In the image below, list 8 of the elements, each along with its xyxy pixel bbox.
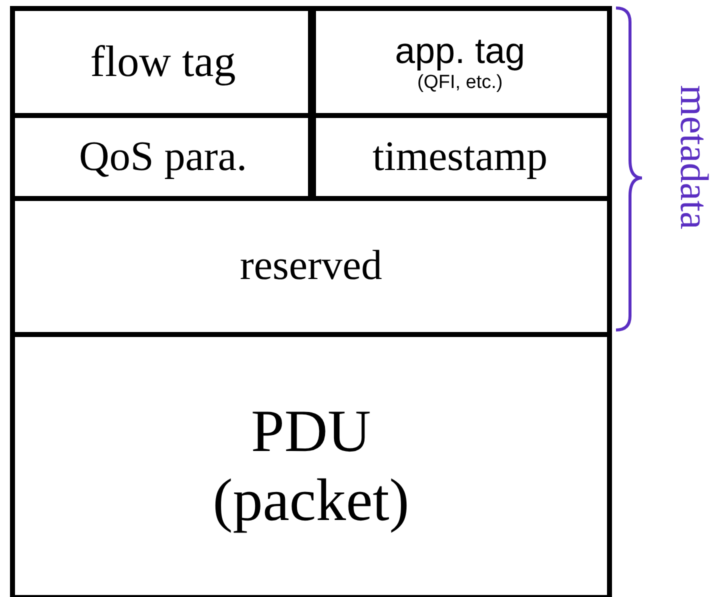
field-label: timestamp xyxy=(372,132,548,182)
field-label: flow tag xyxy=(90,36,236,88)
bracket-label: metadata xyxy=(674,85,714,230)
field-label: QoS para. xyxy=(79,132,247,182)
field-note: (QFI, etc.) xyxy=(417,72,503,94)
field-label: PDU (packet) xyxy=(212,397,410,535)
field-label: reserved xyxy=(240,242,382,291)
field-label: app. tag xyxy=(394,30,526,72)
